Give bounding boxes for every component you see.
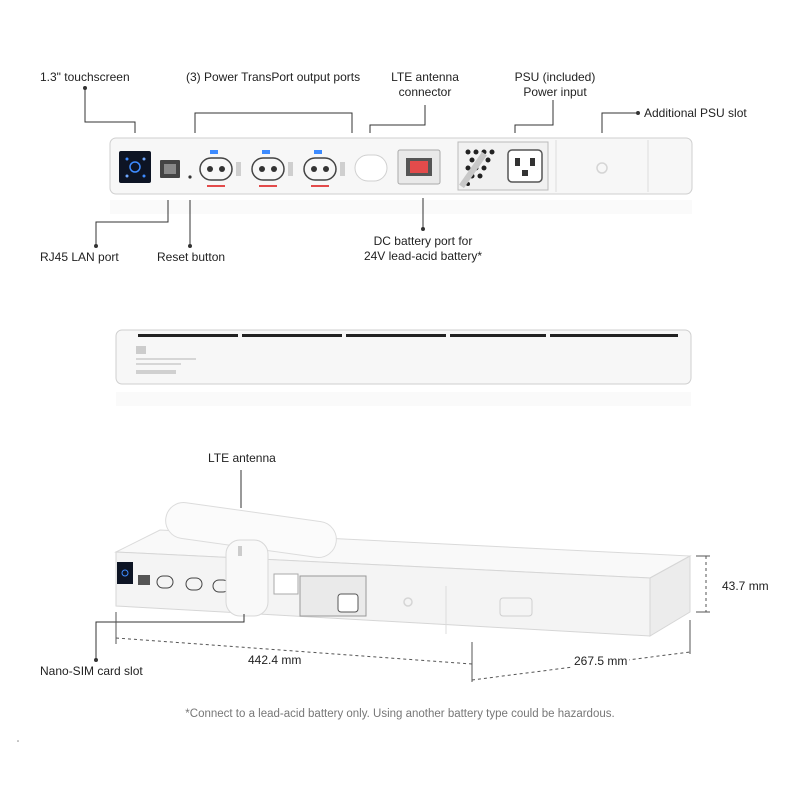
regulatory-label	[136, 346, 146, 354]
lte-antenna-label: LTE antenna	[208, 451, 276, 465]
nano-sim-label: Nano-SIM card slot	[40, 664, 143, 678]
height-dimension: 43.7 mm	[722, 579, 769, 593]
output-port-2	[251, 150, 293, 187]
lte-connector-line1: LTE antenna	[391, 70, 459, 84]
touchscreen	[119, 151, 151, 183]
front-view-device	[109, 137, 693, 214]
output-port-3	[303, 150, 345, 187]
output-ports-label: (3) Power TransPort output ports	[186, 70, 361, 84]
width-dimension: 442.4 mm	[246, 653, 304, 668]
rear-view-device	[115, 329, 692, 406]
rj45-label: RJ45 LAN port	[40, 250, 119, 264]
psu-line1: PSU (included)	[514, 70, 596, 84]
battery-footnote: *Connect to a lead-acid battery only. Us…	[185, 708, 615, 720]
output-port-1	[199, 150, 241, 187]
dc-battery-line2: 24V lead-acid battery*	[363, 249, 483, 263]
psu-line2: Power input	[523, 85, 587, 99]
stray-dot	[17, 740, 19, 742]
depth-dimension: 267.5 mm	[572, 654, 630, 669]
lte-antenna	[165, 502, 337, 617]
reset-label: Reset button	[157, 250, 226, 264]
iso-leader-lines	[94, 470, 245, 662]
iso-view-device	[114, 502, 692, 637]
dc-battery-line1: DC battery port for	[373, 234, 473, 248]
reset-button	[188, 175, 192, 179]
power-inlet	[507, 149, 543, 183]
additional-psu-label: Additional PSU slot	[644, 106, 747, 120]
touchscreen-label: 1.3" touchscreen	[40, 70, 130, 84]
psu-label: PSU (included) Power input	[505, 70, 605, 100]
ubiquiti-logo-icon	[596, 162, 608, 174]
lte-connector-line2: connector	[398, 85, 452, 99]
lte-connector-cover	[354, 154, 388, 182]
front-leader-lines	[83, 86, 640, 248]
dc-battery-label: DC battery port for 24V lead-acid batter…	[348, 234, 498, 264]
lte-connector-label: LTE antenna connector	[385, 70, 465, 100]
